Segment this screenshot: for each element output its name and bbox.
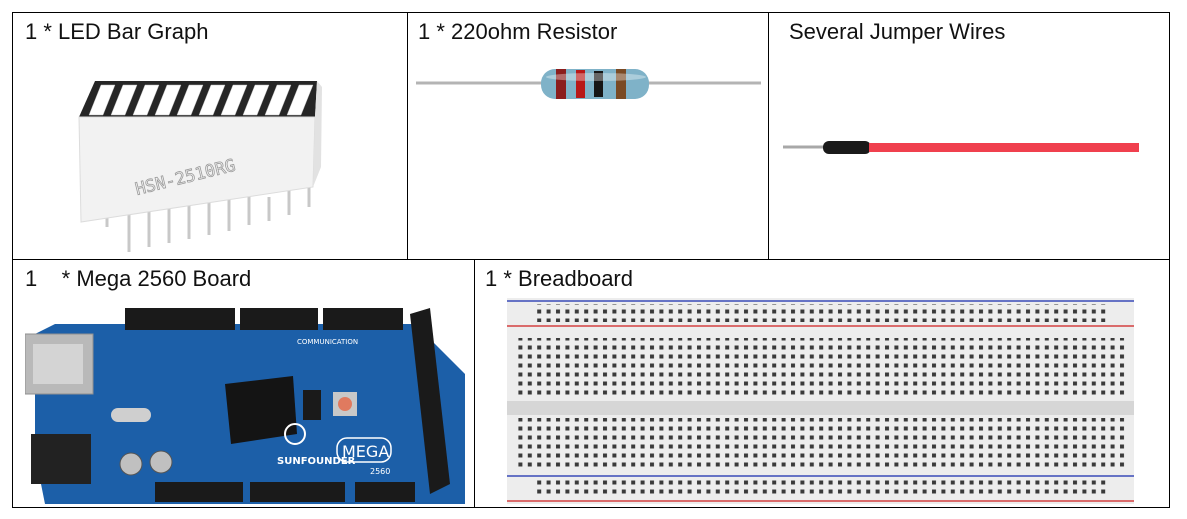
board-brand: SUNFOUNDER [277,456,356,467]
row-divider [13,259,1169,260]
resistor-label: 1 * 220ohm Resistor [418,19,618,44]
jumper-wires-cell: Several Jumper Wires [769,13,1169,259]
breadboard-image [507,298,1134,504]
resistor-cell: 1 * 220ohm Resistor [408,13,768,259]
led-bar-graph-image: HSN-2510RG [78,81,322,252]
components-table: 1 * LED Bar Graph [12,12,1170,508]
breadboard-label: 1 * Breadboard [485,266,633,291]
resistor-image [416,69,761,99]
mega-board-image: SUNFOUNDER MEGA 2560 COMMUNICATION [25,308,465,504]
mega-board-cell: 1 * Mega 2560 Board [13,260,474,507]
led-bar-graph-label: 1 * LED Bar Graph [25,19,209,44]
jumper-wire-image [783,141,1139,154]
col-divider-1 [407,13,408,259]
col-divider-3 [474,259,475,507]
mega-board-label: 1 * Mega 2560 Board [25,266,252,291]
board-model: MEGA [342,442,389,461]
board-communication-label: COMMUNICATION [297,338,358,346]
breadboard-cell: 1 * Breadboard [475,260,1169,507]
col-divider-2 [768,13,769,259]
board-model-number: 2560 [370,467,390,476]
led-bar-graph-cell: 1 * LED Bar Graph [13,13,407,259]
jumper-wires-label: Several Jumper Wires [789,19,1006,44]
